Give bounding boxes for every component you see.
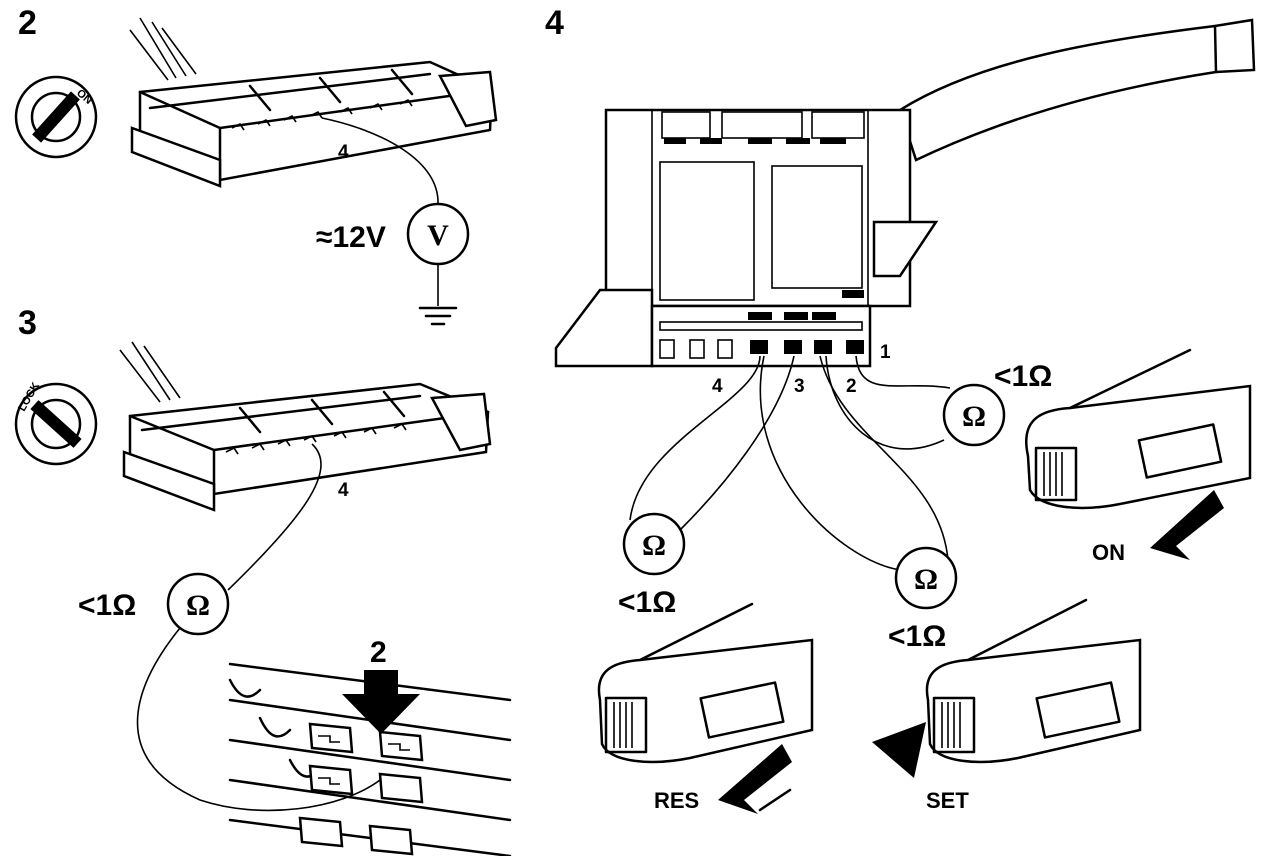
ohmmeter: Ω	[166, 572, 230, 636]
ignition-key-icon: LOCK	[14, 380, 98, 466]
voltage-reading: ≈12V	[316, 221, 386, 254]
cruise-lever-res	[597, 602, 814, 764]
press-arrow-icon	[718, 744, 792, 814]
switch-module	[554, 108, 939, 368]
switch-action-label: SET	[926, 788, 969, 813]
ohmmeter-symbol: Ω	[186, 589, 210, 622]
connector-plug	[119, 341, 492, 512]
switch-action-label: ON	[1092, 540, 1125, 565]
resistance-reading: <1Ω	[888, 620, 946, 653]
press-arrow-icon	[342, 670, 420, 734]
ignition-key-icon: ON	[14, 75, 98, 159]
test-lead	[136, 627, 381, 812]
ohmmeter-symbol: Ω	[914, 563, 938, 596]
ohmmeter: Ω	[894, 546, 958, 610]
test-lead	[227, 443, 322, 591]
resistance-reading: <1Ω	[78, 589, 136, 622]
voltmeter: V	[406, 202, 470, 266]
press-arrow-icon	[872, 722, 926, 778]
panel-3: 3 LOCK 4 Ω <1Ω	[14, 304, 512, 856]
ohmmeter-symbol: Ω	[962, 400, 986, 433]
test-lead	[321, 117, 439, 206]
test-leads	[629, 355, 951, 571]
terminal-label: 4	[712, 376, 723, 397]
pin-4-label: 4	[338, 480, 349, 501]
panel-2-label: 2	[18, 4, 37, 42]
ohmmeter: Ω	[942, 383, 1006, 447]
terminal-label: 2	[846, 376, 857, 397]
ohmmeter-symbol: Ω	[642, 529, 666, 562]
ground-symbol-icon	[418, 306, 458, 326]
terminal-label: 3	[794, 376, 805, 397]
switch-action-label: RES	[654, 788, 699, 813]
terminal-label: 1	[880, 342, 891, 363]
ohmmeter: Ω	[622, 512, 686, 576]
panel-2: 2 ON 4 V ≈12V	[14, 4, 498, 326]
fuse-box-detail	[228, 662, 512, 856]
resistance-reading: <1Ω	[618, 586, 676, 619]
cruise-lever-on	[1025, 348, 1252, 510]
voltmeter-symbol: V	[427, 219, 449, 252]
fuse-number-label: 2	[370, 636, 387, 669]
panel-3-label: 3	[18, 304, 37, 342]
switch-stalk	[898, 18, 1256, 162]
pin-4-label: 4	[338, 142, 349, 163]
connector-plug	[129, 17, 498, 188]
resistance-reading: <1Ω	[994, 360, 1052, 393]
press-arrow-icon	[1150, 490, 1224, 560]
panel-4-label: 4	[545, 4, 564, 42]
cruise-lever-set	[925, 598, 1142, 764]
panel-4: 4	[545, 4, 1256, 814]
